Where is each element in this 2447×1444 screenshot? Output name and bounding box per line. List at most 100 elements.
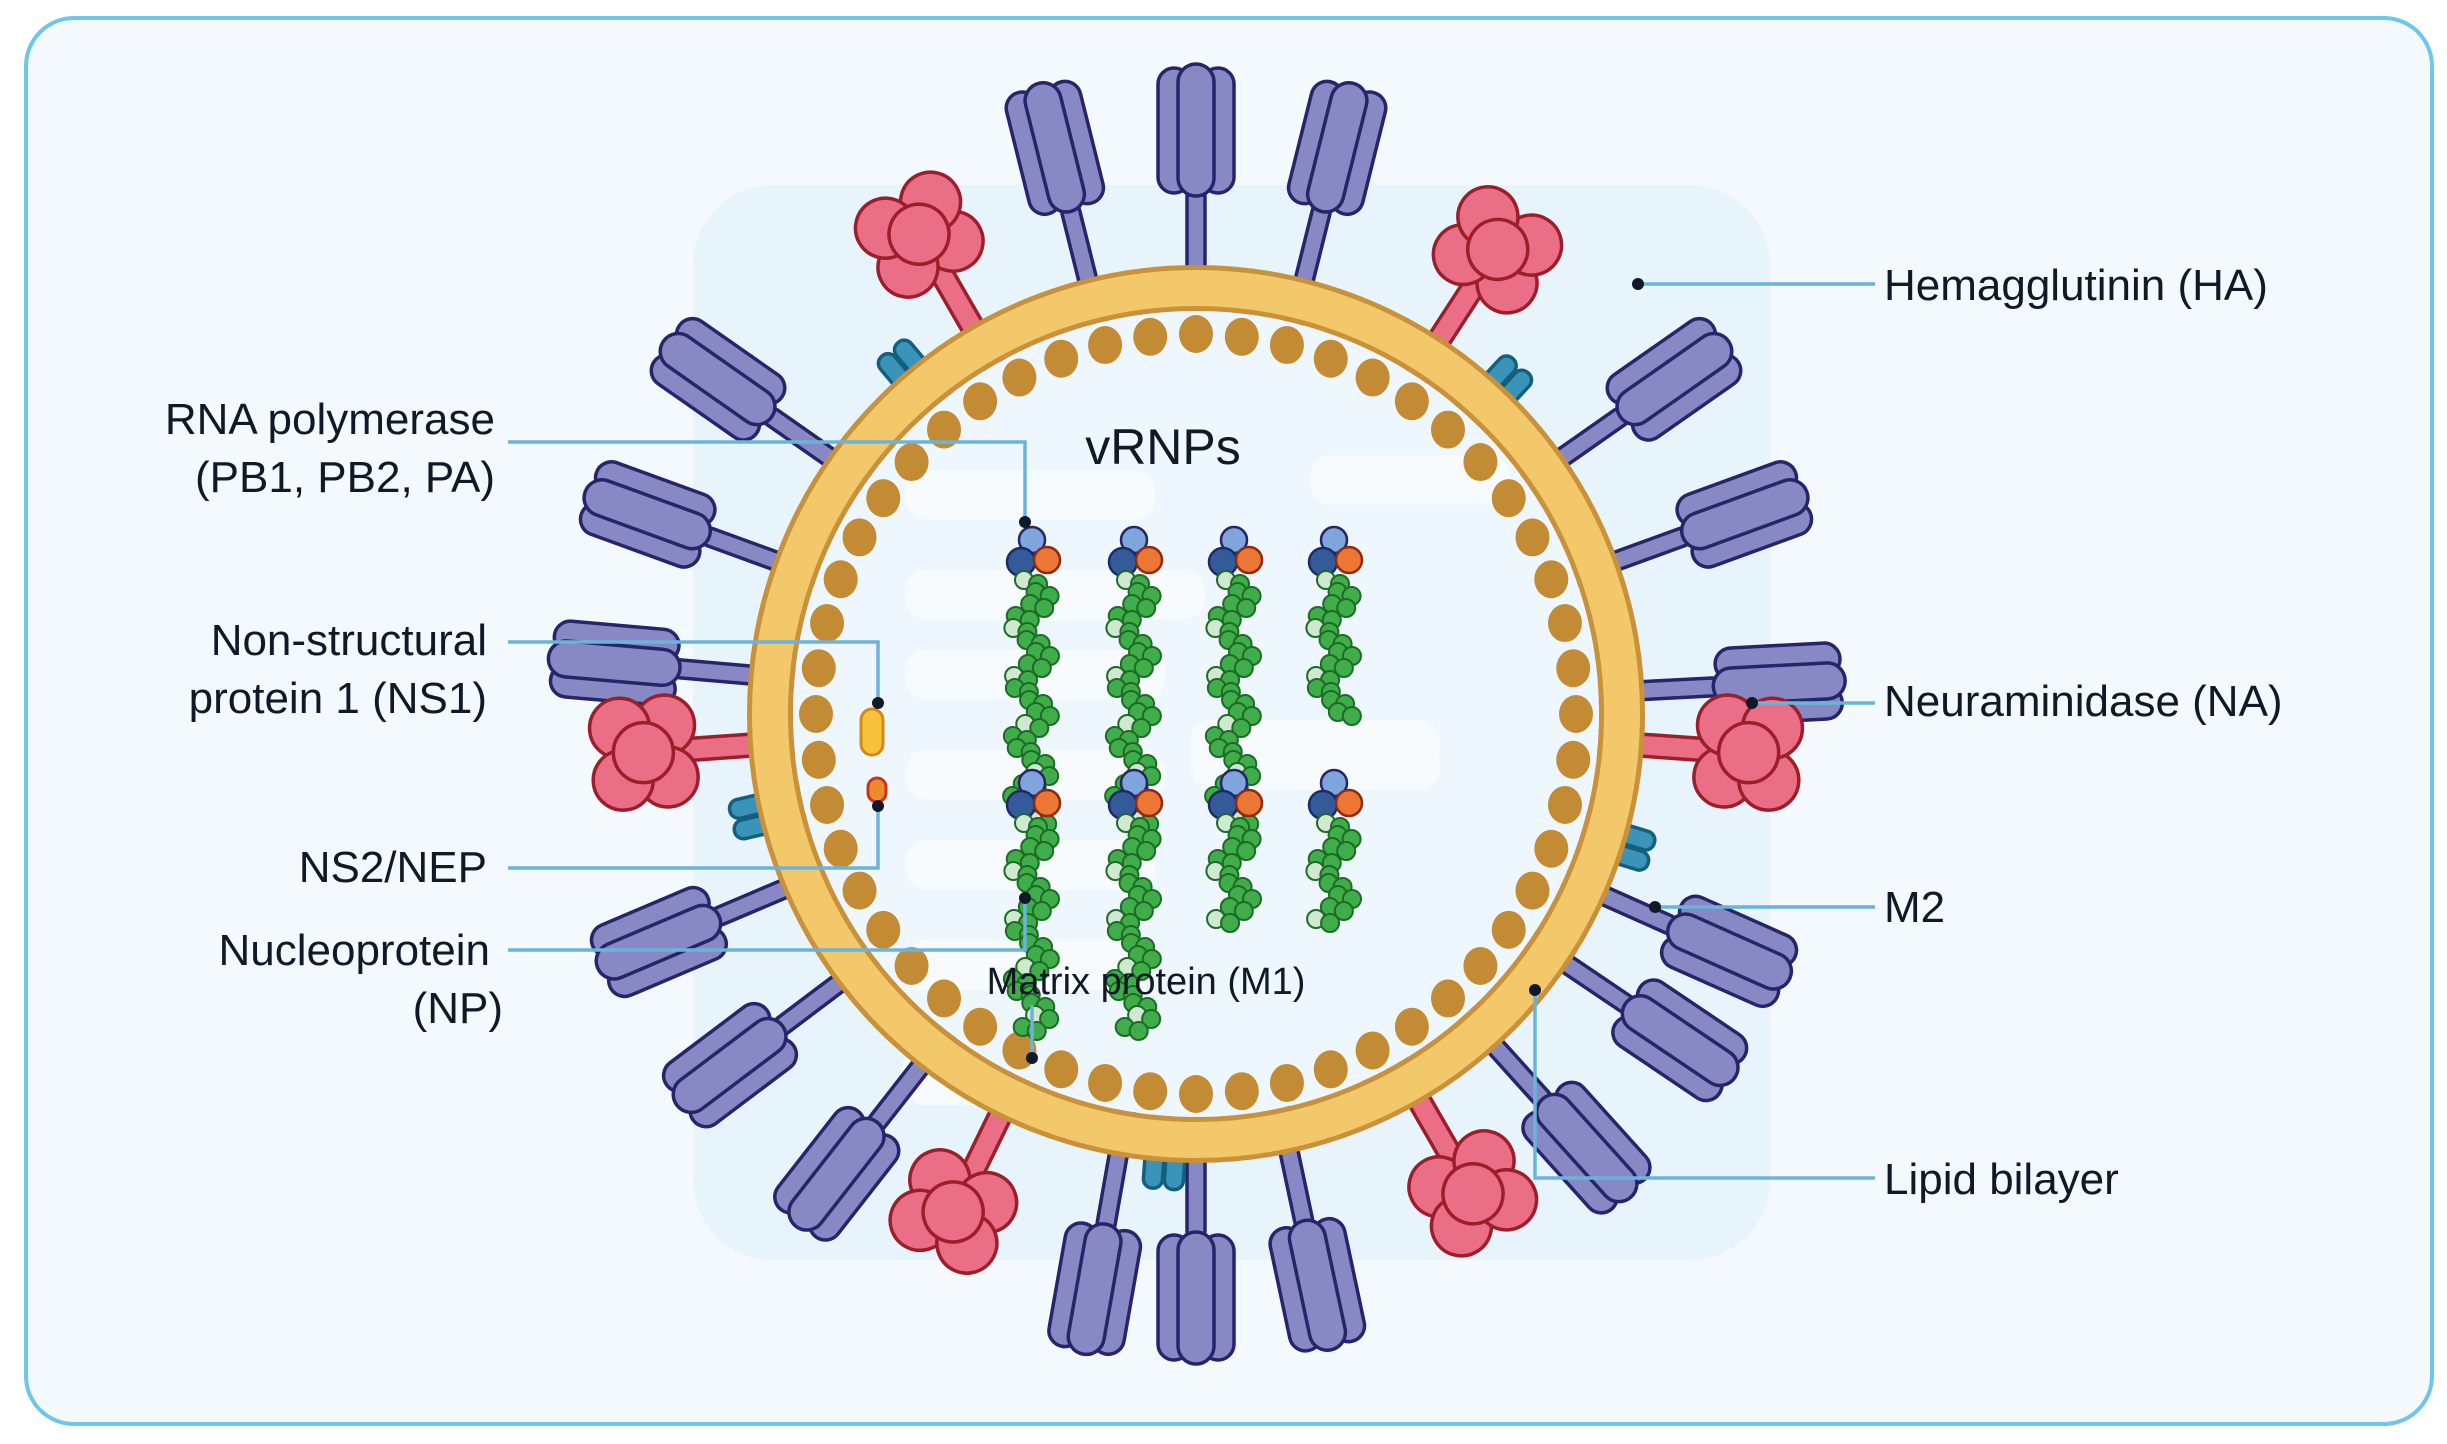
m1-dot <box>1044 339 1079 378</box>
m1-dot <box>1002 358 1037 397</box>
label-rna-polymerase: RNA polymerase(PB1, PB2, PA) <box>165 395 495 502</box>
hemagglutinin-spike <box>578 460 827 587</box>
label-nucleoprotein: Nucleoprotein(NP) <box>219 926 504 1033</box>
m1-dot <box>1515 518 1550 557</box>
m1-dot <box>1547 604 1582 643</box>
m1-dot <box>1491 479 1526 518</box>
m1-dot <box>1463 946 1498 985</box>
m1-dot <box>823 829 858 868</box>
leader-lipid-bilayer <box>1533 990 1875 1180</box>
vrnp <box>1205 768 1264 933</box>
nucleoprotein-unit <box>1131 961 1152 981</box>
nucleoprotein-unit <box>1133 658 1154 678</box>
m1-dot <box>810 604 845 643</box>
pa-subunit <box>1334 545 1364 575</box>
vrnp <box>1104 768 1164 1041</box>
m1-dot <box>1179 315 1213 353</box>
m1-dot <box>1224 1072 1259 1111</box>
pa-subunit <box>1234 545 1264 575</box>
pointer-dot <box>1529 984 1541 996</box>
interior-band <box>905 470 1155 520</box>
interior-band <box>1310 455 1510 505</box>
m1-dot <box>842 871 877 910</box>
m1-dot <box>927 979 962 1018</box>
vrnp <box>1104 525 1164 834</box>
nucleoprotein-unit <box>1031 658 1052 678</box>
label-vrnps: vRNPs <box>1085 419 1241 475</box>
nucleoprotein-unit <box>1141 1009 1162 1029</box>
hemagglutinin-spike <box>649 316 875 493</box>
m1-dot <box>842 518 877 557</box>
m1-dot <box>1556 740 1591 779</box>
neuraminidase-spike <box>1589 693 1805 812</box>
m1-dot <box>810 785 845 824</box>
nucleoprotein-unit <box>1333 658 1354 678</box>
m1-dot <box>866 910 901 949</box>
nucleoprotein-unit <box>1236 841 1257 861</box>
m1-dot <box>1547 785 1582 824</box>
pointer-dot <box>872 800 884 812</box>
nucleoprotein-unit <box>1034 598 1055 618</box>
m1-dot <box>799 695 833 733</box>
m1-dot <box>1088 326 1123 365</box>
rna-polymerase-complex <box>1207 768 1264 821</box>
rna-polymerase-complex <box>1107 525 1164 578</box>
leader-rna-polymerase <box>508 440 1027 522</box>
ns1-protein <box>859 707 885 757</box>
pa-subunit <box>1032 788 1062 818</box>
m1-dot <box>1534 560 1569 599</box>
nucleoprotein-unit <box>1320 913 1341 933</box>
m1-dot <box>1534 829 1569 868</box>
m1-dot <box>1133 317 1168 356</box>
m1-dot <box>963 382 998 421</box>
neuraminidase-spike <box>587 693 803 812</box>
nucleoprotein-unit <box>1034 841 1055 861</box>
pointer-dot <box>1649 901 1661 913</box>
m1-dot <box>801 740 836 779</box>
rna-polymerase-complex <box>1005 525 1062 578</box>
m1-dot <box>1179 1075 1213 1113</box>
ns2-protein <box>866 776 888 804</box>
nucleoprotein-unit <box>1029 961 1050 981</box>
leader-ns2 <box>508 806 880 870</box>
m1-dot <box>1044 1050 1079 1089</box>
m1-dot <box>823 560 858 599</box>
hemagglutinin-spike <box>1456 1004 1652 1215</box>
m1-dot <box>894 946 929 985</box>
rna-polymerase-complex <box>1207 525 1264 578</box>
leader-lines <box>508 278 1875 1180</box>
m1-dot <box>1224 317 1259 356</box>
hemagglutinin-spike <box>1283 79 1388 332</box>
m1-dot <box>1430 410 1465 449</box>
m1-dot <box>1556 649 1591 688</box>
m1-dot <box>1491 910 1526 949</box>
nucleoprotein-unit <box>1128 1021 1149 1041</box>
leader-nucleoprotein <box>508 898 1027 952</box>
m1-dot <box>1355 358 1390 397</box>
leader-ns1 <box>508 640 880 703</box>
pointer-dot <box>1019 516 1031 528</box>
vrnp <box>1305 768 1364 933</box>
pointer-dot <box>1019 892 1031 904</box>
pa-subunit <box>1134 545 1164 575</box>
m1-dot <box>801 649 836 688</box>
m1-dot <box>1394 1007 1429 1046</box>
vrnp-group <box>1002 525 1364 1041</box>
m1-dot <box>1394 382 1429 421</box>
m1-dot <box>1515 871 1550 910</box>
rna-polymerase-complex <box>1307 768 1364 821</box>
nucleoprotein-unit <box>1231 718 1252 738</box>
nucleoprotein-unit <box>1341 706 1362 726</box>
nucleoprotein-unit <box>1233 658 1254 678</box>
nucleoprotein-unit <box>1220 913 1241 933</box>
pointer-dot <box>1026 1052 1038 1064</box>
label-matrix-protein: Matrix protein (M1) <box>987 961 1306 1003</box>
label-lipid-bilayer: Lipid bilayer <box>1884 1155 2119 1204</box>
nucleoprotein-unit <box>1333 901 1354 921</box>
hemagglutinin-spike <box>546 619 804 707</box>
neuraminidase-spike <box>1386 1053 1539 1258</box>
m1-dot <box>1269 1063 1304 1102</box>
pa-subunit <box>1234 788 1264 818</box>
